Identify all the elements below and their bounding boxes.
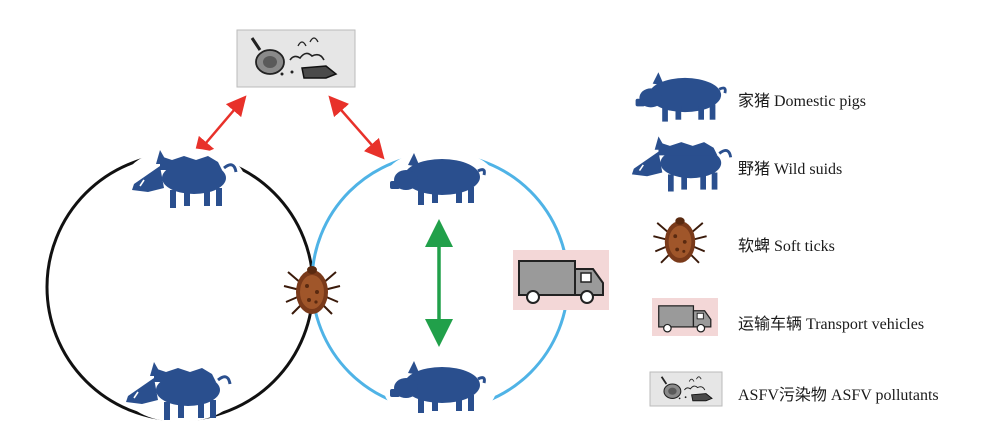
legend-soft-tick-icon — [652, 216, 708, 264]
legend-label-soft-ticks: 软蜱 Soft ticks — [738, 238, 835, 255]
legend-label-transport-vehicles: 运输车辆 Transport vehicles — [738, 316, 925, 333]
wild-boar-bottom — [124, 360, 236, 422]
pollutant-image — [236, 29, 356, 88]
domestic-pig-bottom — [384, 359, 496, 420]
soft-tick — [283, 265, 341, 315]
legend-pollutant-icon — [649, 371, 723, 407]
pollutant-wild-arrow — [193, 95, 247, 158]
legend-label-asfv-pollutants: ASFV污染物 ASFV pollutants — [738, 387, 939, 404]
legend-label-domestic-pigs: 家猪 Domestic pigs — [738, 93, 866, 110]
pollutant-domestic-arrow — [328, 95, 385, 160]
legend-wild-boar-icon — [630, 134, 733, 193]
legend-label-wild-suids: 野猪 Wild suids — [738, 161, 843, 178]
legend-domestic-pig-icon — [634, 70, 727, 124]
domestic-pig-top — [384, 150, 496, 210]
wild-boar-top — [125, 148, 245, 212]
transport-vehicle — [513, 250, 609, 310]
legend-truck-icon — [652, 298, 718, 336]
